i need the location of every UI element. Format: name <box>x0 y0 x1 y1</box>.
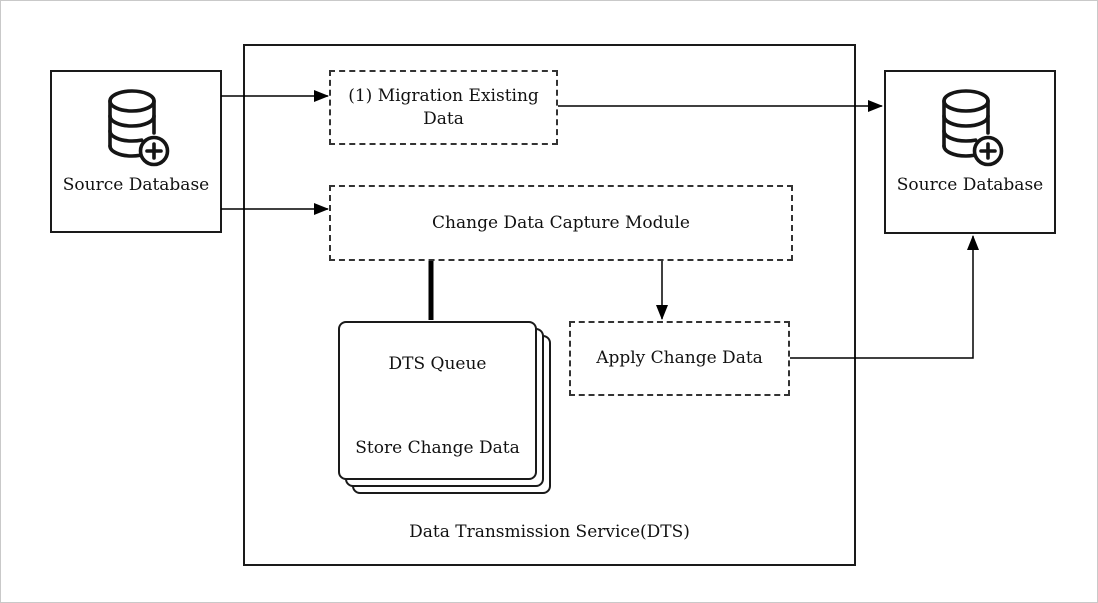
source-database-left-label: Source Database <box>62 175 210 195</box>
queue-page-front: DTS Queue Store Change Data <box>338 321 537 480</box>
source-database-right-node: Source Database <box>884 70 1056 234</box>
source-database-left-node: Source Database <box>50 70 222 233</box>
database-add-icon <box>102 86 170 168</box>
apply-change-data-node: Apply Change Data <box>569 321 790 396</box>
change-data-capture-module-label: Change Data Capture Module <box>432 212 690 233</box>
migration-existing-data-node: (1) Migration Existing Data <box>329 70 558 145</box>
apply-change-data-label: Apply Change Data <box>596 348 763 368</box>
database-add-icon <box>936 86 1004 168</box>
change-data-capture-module-node: Change Data Capture Module <box>329 185 793 261</box>
migration-existing-data-label: (1) Migration Existing Data <box>348 85 539 129</box>
dts-container-label: Data Transmission Service(DTS) <box>409 522 690 542</box>
dts-queue-title: DTS Queue <box>388 354 487 374</box>
store-change-data-label: Store Change Data <box>355 438 520 458</box>
source-database-right-label: Source Database <box>896 175 1044 195</box>
dts-queue-node: DTS Queue Store Change Data <box>338 321 552 495</box>
